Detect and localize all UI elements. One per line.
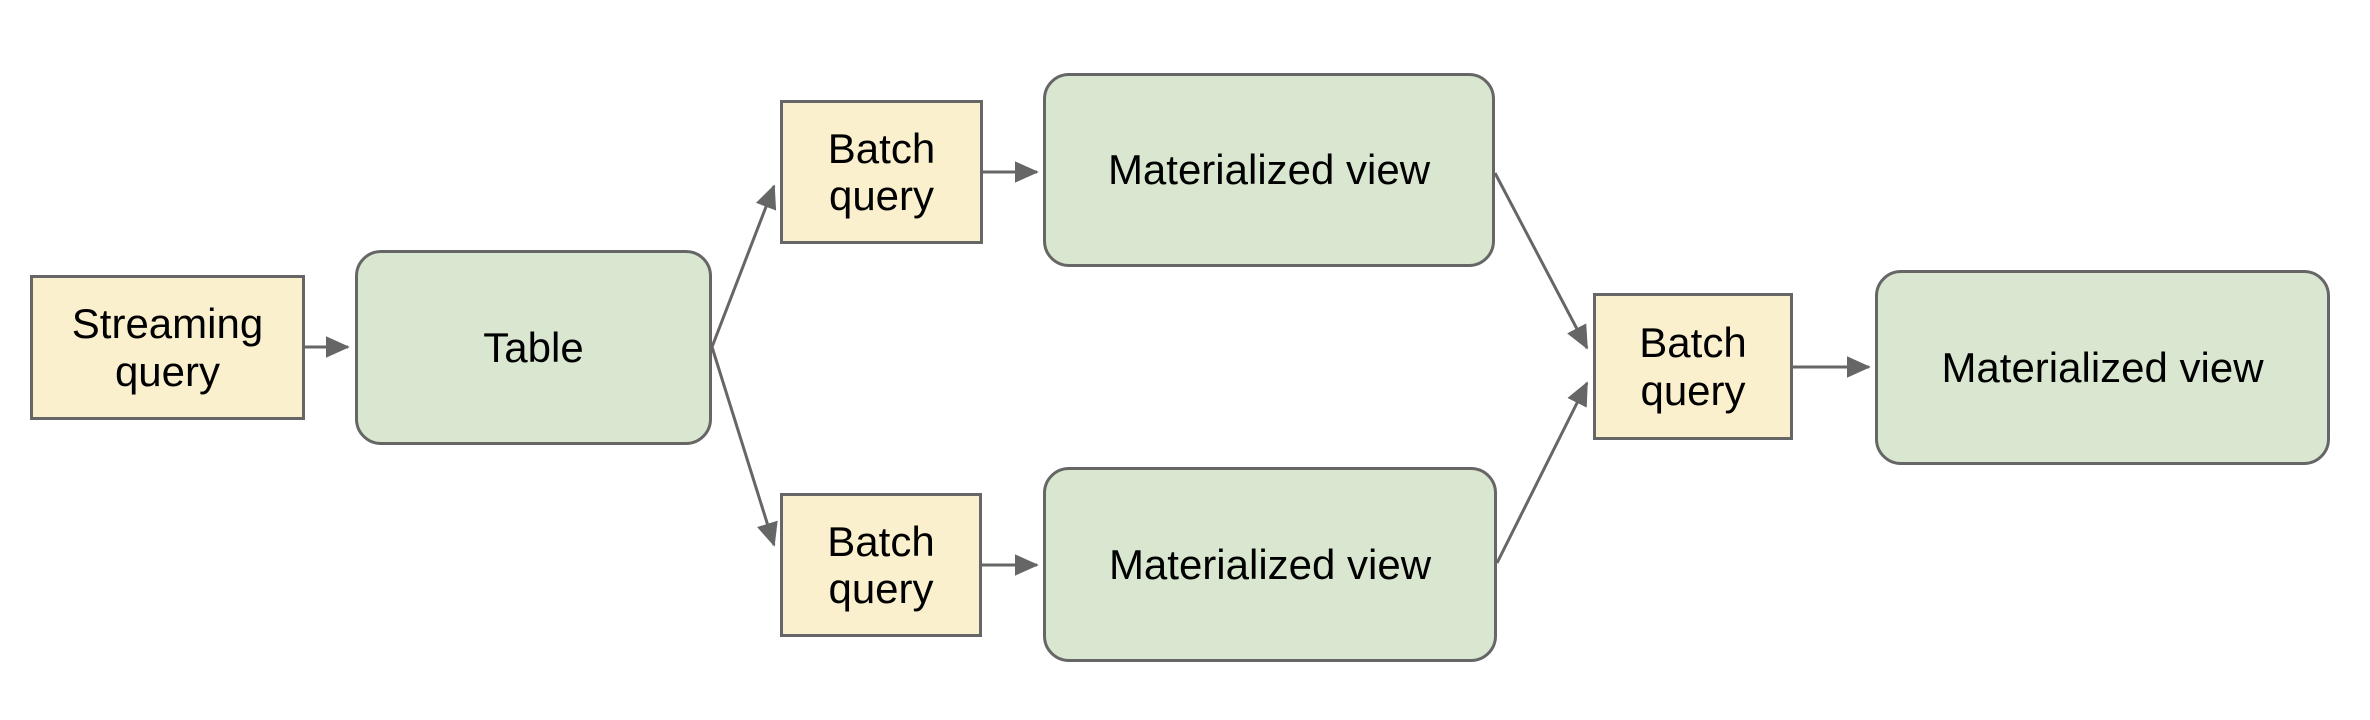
node-streaming-query[interactable]: Streaming query — [30, 275, 305, 420]
node-label-table: Table — [483, 323, 584, 371]
node-label-batch-query-bottom: Batch query — [827, 517, 935, 612]
node-materialized-view-top[interactable]: Materialized view — [1043, 73, 1495, 267]
node-materialized-view-bottom[interactable]: Materialized view — [1043, 467, 1497, 662]
node-label-materialized-view-top: Materialized view — [1107, 146, 1431, 194]
node-label-batch-query-top: Batch query — [827, 124, 936, 219]
edge-table-to-batch-query-bottom — [710, 346, 778, 547]
edge-materialized-view-top-to-batch-query-right — [1493, 172, 1589, 350]
node-label-streaming-query: Streaming query — [71, 300, 264, 395]
node-batch-query-bottom[interactable]: Batch query — [780, 493, 982, 637]
node-materialized-view-right[interactable]: Materialized view — [1875, 270, 2330, 465]
node-label-batch-query-right: Batch query — [1639, 319, 1747, 414]
node-table[interactable]: Table — [355, 250, 712, 445]
edge-table-to-batch-query-top — [710, 184, 777, 348]
node-batch-query-top[interactable]: Batch query — [780, 100, 983, 244]
node-label-materialized-view-bottom: Materialized view — [1108, 540, 1432, 588]
edge-materialized-view-bottom-to-batch-query-right — [1495, 381, 1589, 564]
node-label-materialized-view-right: Materialized view — [1941, 343, 2264, 391]
node-batch-query-right[interactable]: Batch query — [1593, 293, 1793, 440]
